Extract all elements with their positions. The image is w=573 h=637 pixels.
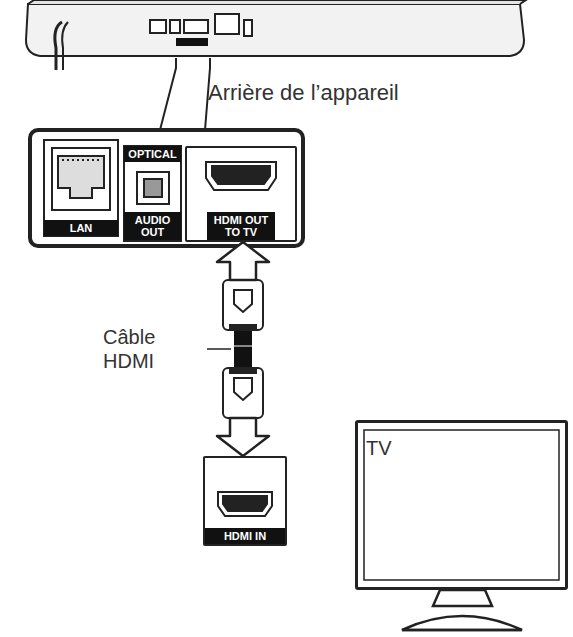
optical-port <box>124 146 181 241</box>
lan-port <box>44 140 118 236</box>
cable-part <box>229 324 257 330</box>
cable-part <box>234 290 252 312</box>
cable-part <box>223 368 263 418</box>
cable-part <box>234 378 252 400</box>
cable-part <box>223 280 263 330</box>
tv-label: TV <box>366 437 392 459</box>
power-cord <box>55 22 68 70</box>
leader-line <box>207 348 231 350</box>
cable-part <box>234 328 252 370</box>
cable-label: Câble HDMI <box>103 325 203 373</box>
port-label: HDMI IN <box>205 528 285 544</box>
zoom-pointer <box>160 58 210 130</box>
cable-part <box>234 346 252 347</box>
view-label: Arrière de l’appareil <box>208 80 399 106</box>
port-label: HDMI OUT TO TV <box>207 212 275 240</box>
cable-part <box>217 418 269 456</box>
hdmi-out-box: HDMI OUT TO TV <box>185 146 297 242</box>
tv-screen <box>364 430 559 580</box>
port-label: LAN <box>44 220 118 236</box>
port-label: OPTICAL <box>124 146 181 162</box>
tv-box: TV <box>355 420 568 590</box>
cable-part <box>229 368 257 374</box>
hdmi-in-port <box>218 492 272 516</box>
rear-panel-zoom <box>30 130 303 246</box>
tv-stand <box>402 590 522 630</box>
player-body <box>26 0 526 56</box>
hdmi-in-box: HDMI IN <box>203 456 287 546</box>
hdmi-out-port <box>206 162 276 190</box>
cable-part <box>217 242 269 280</box>
port-label: AUDIO OUT <box>124 212 181 240</box>
